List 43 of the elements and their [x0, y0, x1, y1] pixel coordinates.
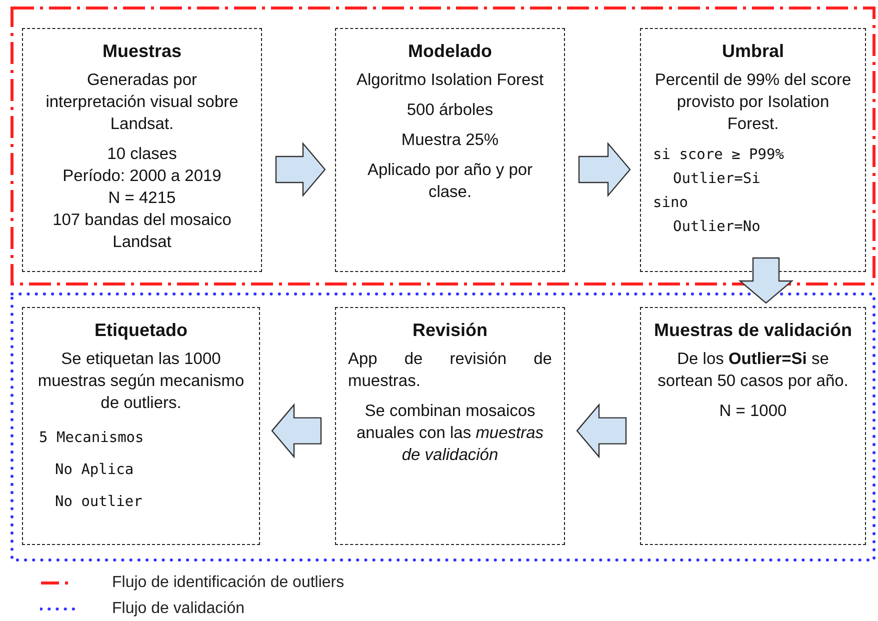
process-box [640, 28, 866, 272]
code-line: sino [653, 194, 689, 213]
box-text: Muestra 25% [400, 130, 500, 151]
legend-text: Flujo de identificación de outliers [112, 573, 344, 593]
code-line: Outlier=Si [672, 170, 762, 189]
process-box [335, 28, 565, 272]
block-arrow [576, 403, 627, 458]
block-arrow [578, 142, 631, 198]
box-title: Revisión [411, 319, 489, 342]
block-arrow [738, 257, 794, 304]
box-text: Se etiquetan las 1000 muestras según mecanismo de outliers. [36, 349, 246, 414]
code-line: 5 Mecanismos [38, 429, 145, 448]
legend-text: Flujo de validación [112, 599, 245, 619]
box-text: N = 4215 [107, 188, 177, 209]
flow-region [12, 8, 874, 284]
box-text: N = 1000 [718, 401, 788, 422]
box-title: Muestras [101, 40, 183, 63]
box-text: Algoritmo Isolation Forest [355, 70, 545, 91]
box-title: Etiquetado [94, 319, 188, 342]
box-text: Período: 2000 a 2019 [62, 166, 222, 187]
block-arrow [275, 142, 326, 198]
box-text: 107 bandas del mosaico Landsat [52, 210, 232, 253]
box-text: Aplicado por año y por clase. [366, 160, 534, 203]
process-box [335, 307, 565, 545]
process-box [22, 28, 262, 272]
flow-region [12, 294, 874, 560]
process-box [640, 307, 866, 545]
code-line: Outlier=No [672, 218, 762, 237]
box-text: Generadas por interpretación visual sobre Landsat. [44, 70, 240, 135]
block-arrow [271, 403, 322, 458]
box-text: De los Outlier=Si se sortean 50 casos por año. [656, 349, 850, 392]
box-title: Umbral [720, 40, 785, 63]
code-line: No outlier [54, 493, 144, 512]
box-title: Muestras de validación [653, 319, 853, 342]
process-box [22, 307, 260, 545]
box-text: 500 árboles [406, 100, 494, 121]
code-line: No Aplica [54, 461, 135, 480]
box-text: Percentil de 99% del score provisto por Isolation Forest. [654, 70, 852, 135]
box-title: Modelado [407, 40, 493, 63]
box-text: 10 clases [106, 144, 178, 165]
box-text: App de revisión de muestras. [348, 349, 552, 392]
box-text: Se combinan mosaicos anuales con las muestras de validación [355, 401, 545, 466]
code-line: si score ≥ P99% [653, 146, 785, 165]
